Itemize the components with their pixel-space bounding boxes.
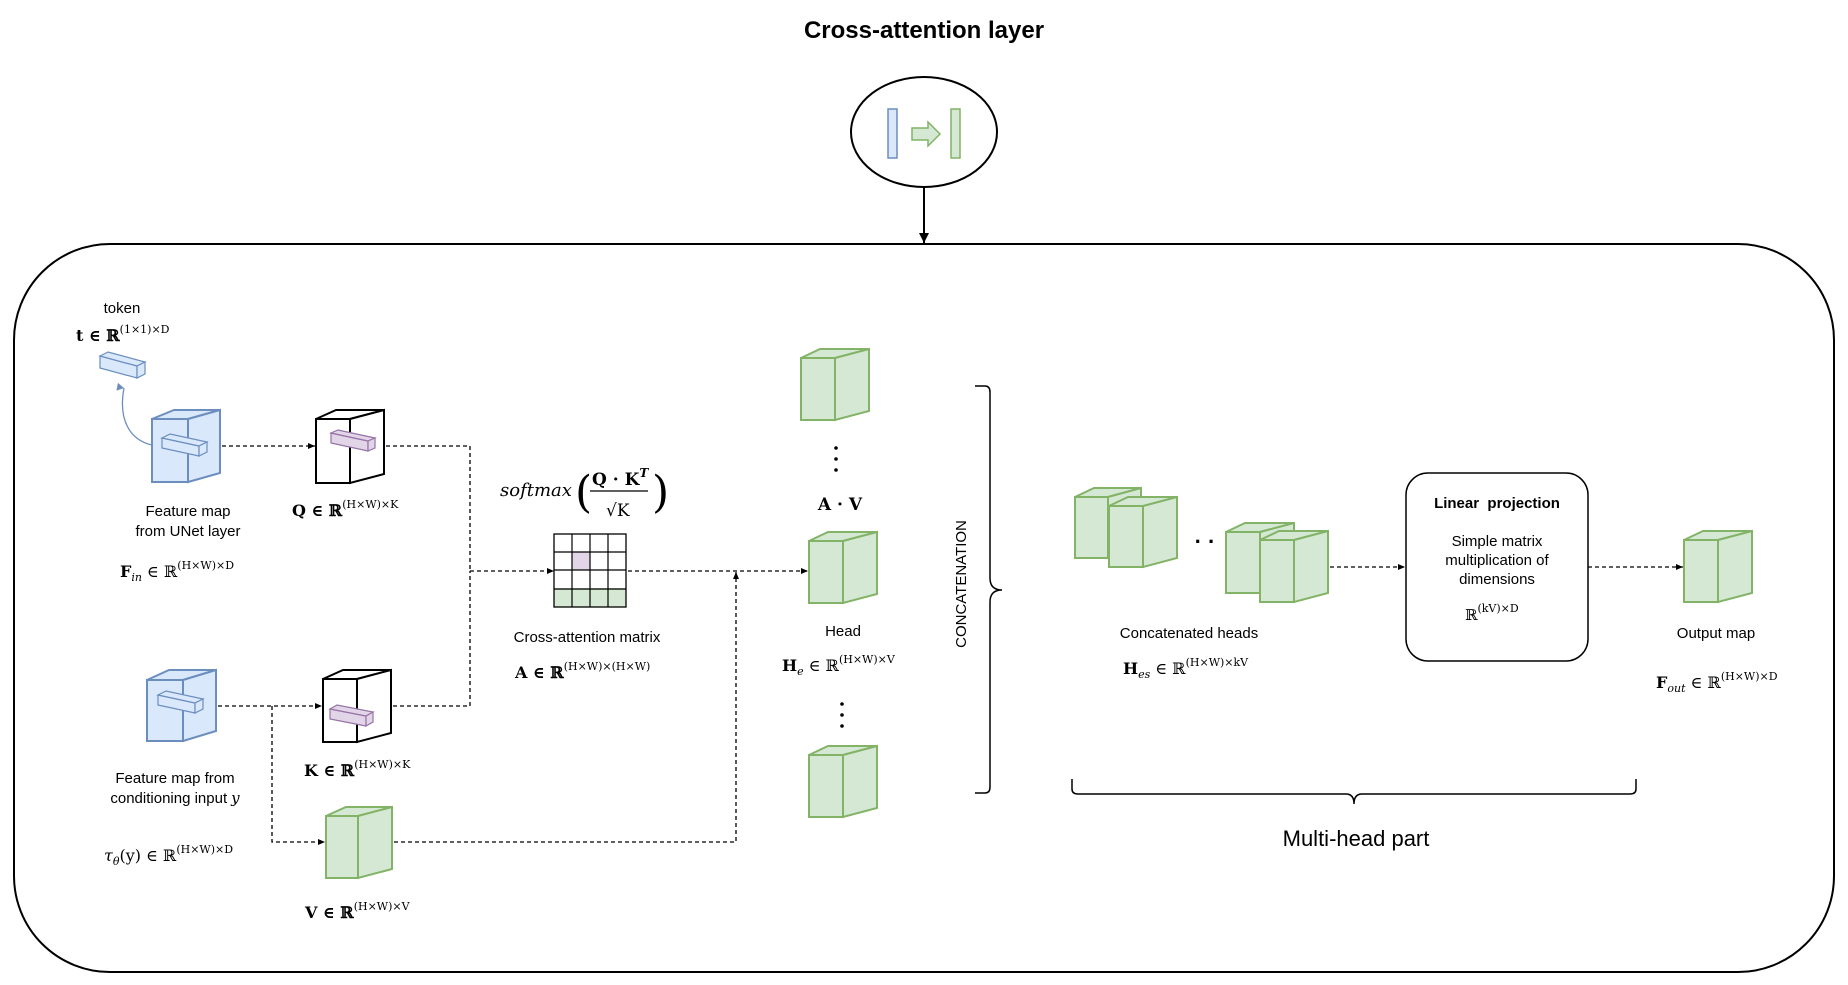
linear-projection-desc-3: dimensions (1459, 571, 1535, 588)
head-cube-bottom (808, 744, 878, 819)
svg-text:√K: √K (606, 501, 630, 521)
conditioning-formula: τθ(y) ∈ ℝ(H×W)×D (104, 843, 233, 868)
token-extraction-arrow (116, 382, 153, 446)
cross-attention-layer-container (13, 243, 1835, 973)
cross-attention-matrix-formula: A ∈ ℝ(H×W)×(H×W) (514, 660, 650, 682)
linear-projection-desc-2: multiplication of (1445, 552, 1549, 569)
feature-map-unet-label-1: Feature map (145, 503, 230, 520)
token-formula: t ∈ ℝ(1×1)×D (76, 323, 170, 345)
head-dots-upper (834, 446, 838, 472)
concatenated-heads-left (1074, 486, 1178, 569)
cross-attention-matrix-grid (553, 533, 627, 608)
concat-ellipsis: · · (1195, 529, 1216, 554)
head-label: Head (825, 623, 861, 640)
concatenated-heads-right (1225, 521, 1329, 604)
conditioning-feature-map-cube (146, 668, 217, 743)
concatenation-label: CONCATENATION (953, 520, 970, 648)
output-map-formula: Fout ∈ ℝ(H×W)×D (1656, 670, 1778, 695)
feature-map-unet-formula: Fin ∈ ℝ(H×W)×D (120, 559, 234, 584)
svg-text:Q · KT: Q · KT (592, 466, 649, 490)
key-cube (322, 668, 392, 744)
cross-attention-matrix-label: Cross-attention matrix (514, 629, 661, 646)
embedding-icon-ellipse (850, 76, 998, 188)
concatenated-heads-formula: Hes ∈ ℝ(H×W)×kV (1123, 656, 1249, 681)
green-arrow-icon (911, 120, 942, 148)
value-to-head-connector (394, 572, 739, 843)
concatenated-heads-label: Concatenated heads (1120, 625, 1258, 642)
query-to-attention-connector (386, 445, 471, 571)
token-label: token (104, 300, 141, 317)
feature-map-unet-label-2: from UNet layer (135, 523, 240, 540)
svg-text:): ) (652, 467, 669, 518)
output-map-cube (1683, 529, 1753, 604)
head-dots-lower (840, 702, 844, 728)
head-cube-top (800, 347, 870, 422)
feature-map-unet-cube (151, 408, 221, 484)
svg-text:(: ( (575, 467, 592, 518)
conditioning-to-value-arrow (271, 706, 325, 845)
conditioning-label-1: Feature map from (115, 770, 234, 787)
av-label: A · V (817, 495, 863, 515)
head-formula: He ∈ ℝ(H×W)×V (782, 653, 896, 678)
linear-projection-desc-1: Simple matrix (1452, 533, 1543, 550)
key-to-attention-connector (393, 571, 471, 707)
multi-head-label: Multi-head part (1283, 826, 1430, 851)
blue-vector-icon (887, 108, 898, 159)
output-map-label: Output map (1677, 625, 1755, 642)
svg-text:softmax: softmax (500, 480, 572, 501)
concatenation-brace (975, 385, 1003, 794)
head-cube-main (808, 530, 878, 605)
token-cuboid (98, 351, 147, 379)
green-vector-icon (950, 108, 961, 159)
linear-projection-formula: ℝ(kV)×D (1465, 602, 1519, 624)
linear-projection-title: Linear projection (1434, 495, 1560, 512)
query-formula: Q ∈ ℝ(H×W)×K (292, 498, 399, 520)
key-formula: K ∈ ℝ(H×W)×K (304, 758, 411, 780)
value-formula: V ∈ ℝ(H×W)×V (304, 900, 411, 922)
query-cube (315, 408, 385, 485)
diagram-title: Cross-attention layer (804, 17, 1044, 44)
softmax-formula: softmax ( Q · KT √K ) (500, 466, 669, 521)
value-cube (325, 805, 393, 880)
multi-head-brace (1071, 779, 1637, 805)
